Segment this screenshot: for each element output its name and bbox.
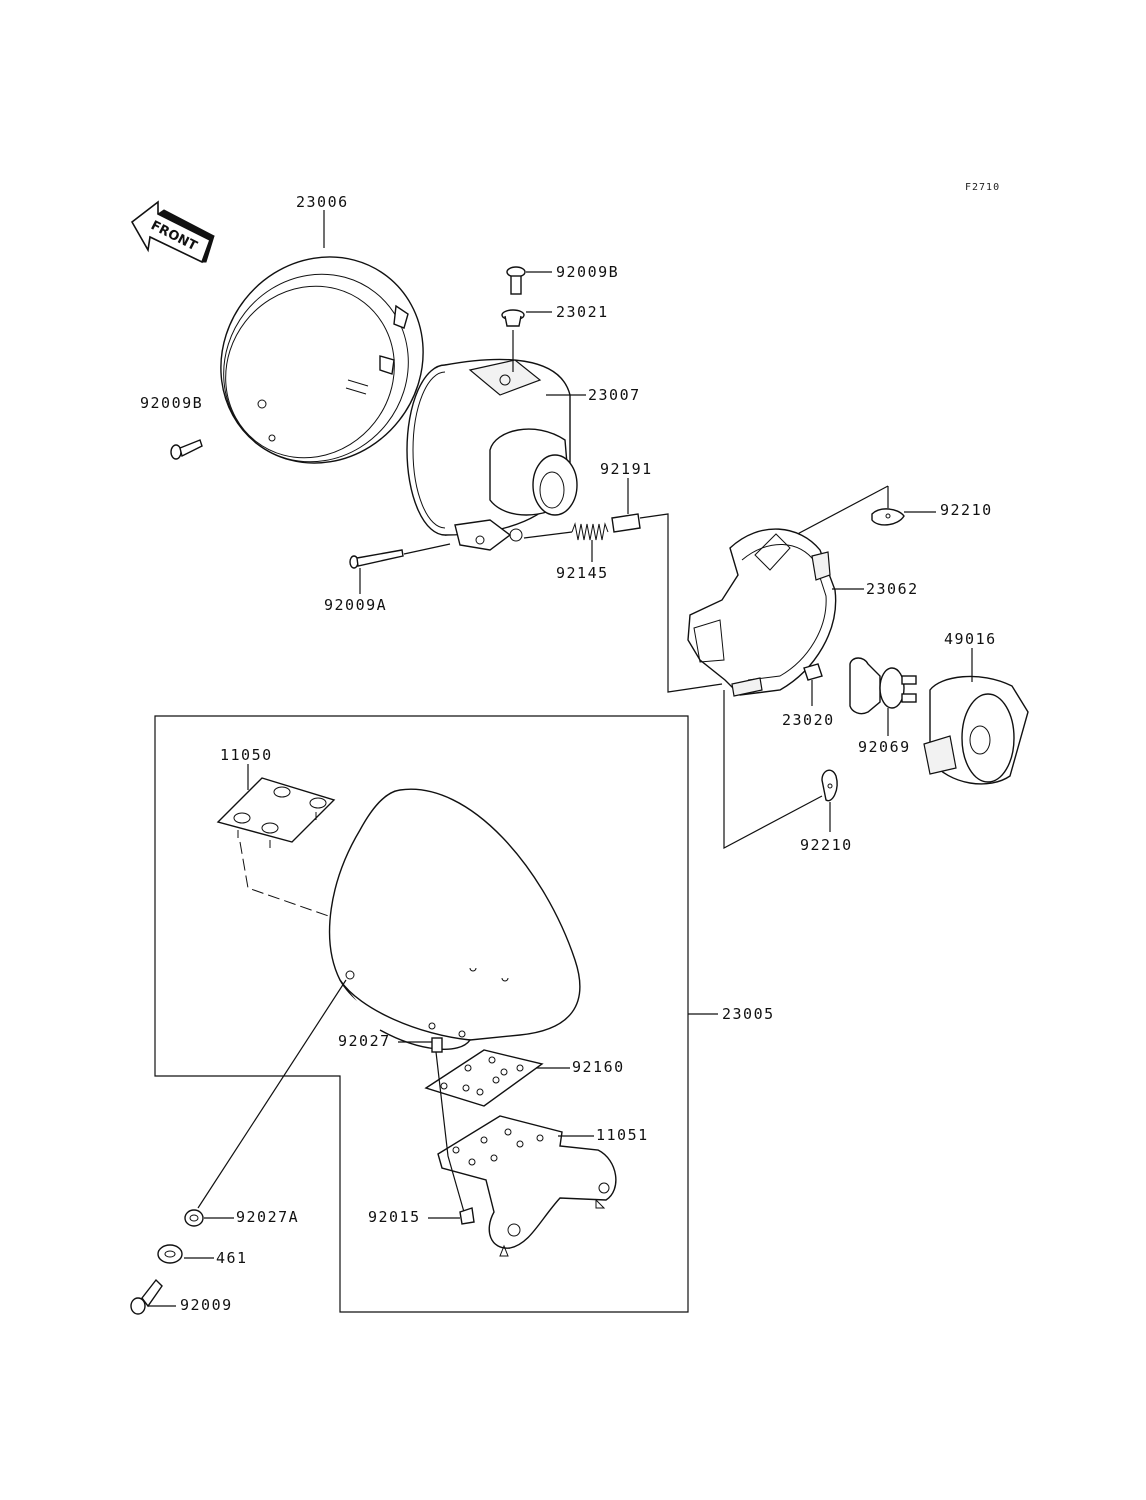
- label-spring: 92145: [556, 564, 609, 582]
- label-socket-cap: 49016: [944, 630, 997, 648]
- screw-top-icon: [506, 266, 526, 295]
- bush-top-icon: [501, 309, 525, 327]
- label-bolt: 92009: [180, 1296, 233, 1314]
- figure-code: F2710: [965, 182, 1000, 193]
- label-bulb-holder: 23062: [866, 580, 919, 598]
- socket-cap: [923, 675, 1029, 785]
- adjust-screw-icon: [349, 549, 404, 569]
- label-collar: 92027: [338, 1032, 391, 1050]
- plate-upper: [216, 777, 336, 848]
- spring-pin-icon: [611, 513, 641, 533]
- bulb-icon: [849, 657, 917, 715]
- label-rim: 23006: [296, 193, 349, 211]
- label-headlight-unit: 23007: [588, 386, 641, 404]
- label-clip-upper: 92210: [940, 501, 993, 519]
- front-arrow-icon: FRONT: [130, 200, 215, 264]
- collar-a-icon: [184, 1209, 204, 1227]
- collar-icon: [431, 1037, 443, 1053]
- bolt-icon: [130, 1278, 163, 1315]
- spring-icon: [571, 522, 609, 541]
- label-plate-mid: 92160: [572, 1058, 625, 1076]
- label-washer: 461: [216, 1249, 248, 1267]
- nut-icon: [459, 1207, 475, 1225]
- label-screw-top: 92009B: [556, 263, 619, 281]
- clip-lower-icon: [821, 769, 838, 802]
- label-nut: 92015: [368, 1208, 421, 1226]
- plate-mid: [424, 1049, 544, 1107]
- label-bush-top: 23021: [556, 303, 609, 321]
- bracket: [437, 1115, 617, 1257]
- label-housing-assy: 23005: [722, 1005, 775, 1023]
- headlight-shell: [328, 788, 581, 1050]
- clip-upper-icon: [871, 508, 905, 526]
- headlight-rim: [220, 256, 424, 464]
- label-plate-upper: 11050: [220, 746, 273, 764]
- bulb-holder: [687, 528, 837, 697]
- label-screw-rim: 92009B: [140, 394, 203, 412]
- label-spring-pin: 92191: [600, 460, 653, 478]
- label-clip-lower: 92210: [800, 836, 853, 854]
- label-bulb: 92069: [858, 738, 911, 756]
- label-adjust-screw: 92009A: [324, 596, 387, 614]
- holder-clip-icon: [803, 663, 823, 681]
- headlight-unit: [406, 358, 578, 551]
- washer-icon: [157, 1244, 183, 1264]
- housing-assy-frame: [154, 715, 689, 1313]
- label-bracket: 11051: [596, 1126, 649, 1144]
- screw-rim-icon: [170, 439, 203, 460]
- label-collar-a: 92027A: [236, 1208, 299, 1226]
- label-holder-clip: 23020: [782, 711, 835, 729]
